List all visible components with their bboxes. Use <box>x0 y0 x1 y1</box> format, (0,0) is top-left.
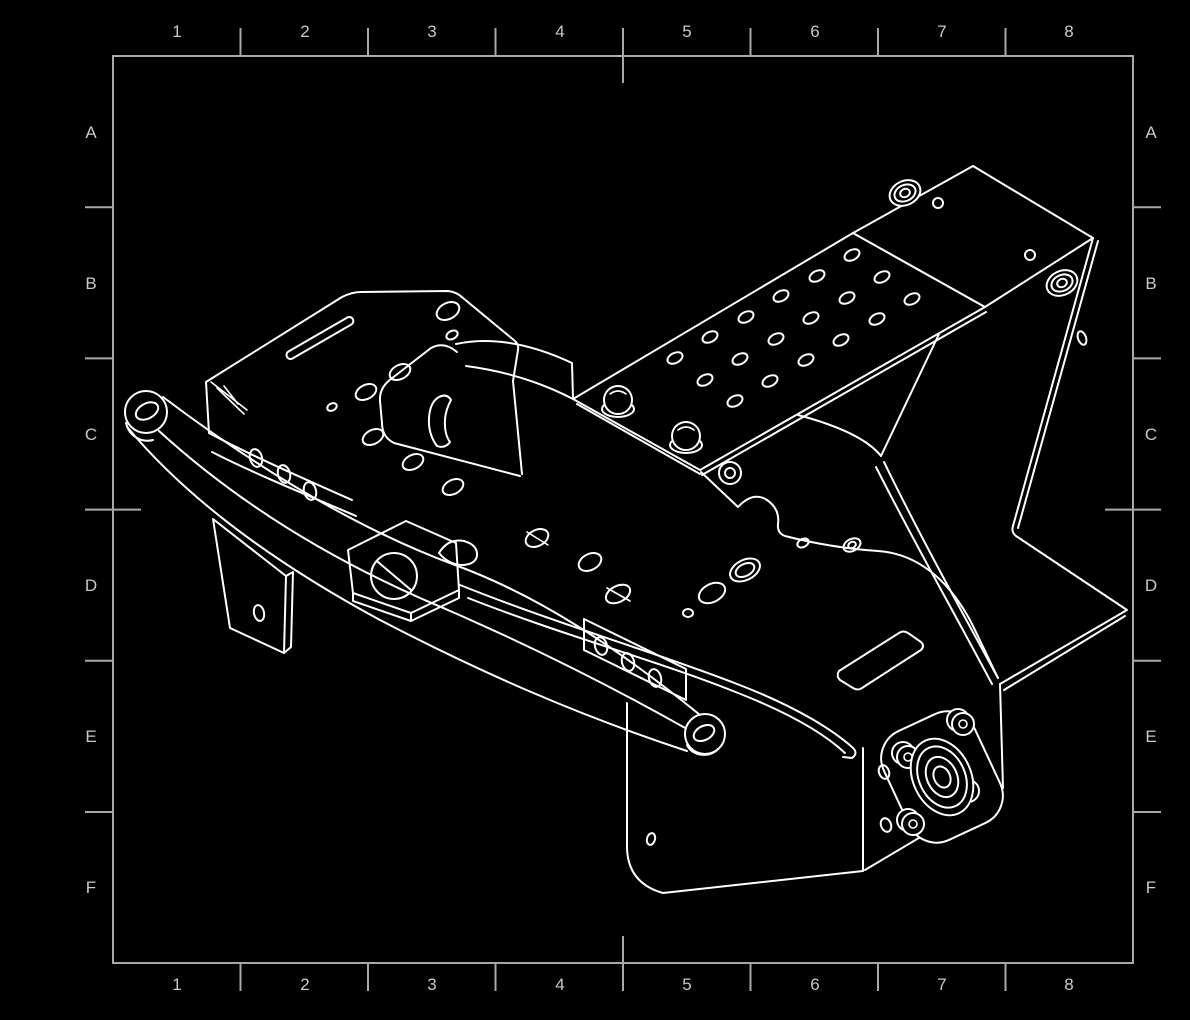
zone-label: C <box>1145 425 1157 444</box>
panel-hole <box>645 832 657 846</box>
zone-label: 1 <box>172 975 181 994</box>
zone-labels-bottom: 1 2 3 4 5 6 7 8 <box>172 975 1073 994</box>
zone-label: 7 <box>937 22 946 41</box>
hanging-bracket <box>212 518 294 654</box>
zone-label: C <box>85 425 97 444</box>
zone-label: 8 <box>1064 22 1073 41</box>
zone-labels-top: 1 2 3 4 5 6 7 8 <box>172 22 1073 41</box>
zone-label: F <box>1146 878 1156 897</box>
center-cutout <box>378 344 521 477</box>
platform-plate <box>205 290 574 517</box>
rect-slot-cutout <box>836 630 924 691</box>
deck-hole-grid <box>666 248 921 408</box>
zone-label: 6 <box>810 975 819 994</box>
zone-label: E <box>85 727 96 746</box>
bearing-hub <box>877 708 1004 844</box>
border-ticks-top <box>239 28 1007 83</box>
lower-front-panel <box>626 683 1004 894</box>
zone-label: 4 <box>555 975 564 994</box>
support-pylon <box>797 333 999 685</box>
wing-plate <box>999 237 1128 691</box>
three-hole-bracket <box>583 618 687 701</box>
zone-label: 3 <box>427 975 436 994</box>
zone-label: 2 <box>300 22 309 41</box>
zone-label: 5 <box>682 22 691 41</box>
corner-gusset <box>210 381 248 415</box>
zone-label: 1 <box>172 22 181 41</box>
platform-slot <box>285 316 355 360</box>
zone-label: E <box>1145 727 1156 746</box>
zone-labels-left: A B C D E F <box>85 123 97 897</box>
zone-label: F <box>86 878 96 897</box>
deck-plate <box>572 165 1094 476</box>
dome-screws <box>601 385 703 454</box>
zone-label: 5 <box>682 975 691 994</box>
zone-label: B <box>85 274 96 293</box>
flange-mounts <box>888 179 1079 297</box>
mid-plate <box>459 359 999 759</box>
bearing-rings <box>909 737 975 817</box>
zone-label: B <box>1145 274 1156 293</box>
border-ticks-right <box>1105 206 1161 813</box>
mid-plate-holes <box>524 359 862 618</box>
zone-label: 6 <box>810 22 819 41</box>
zone-labels-right: A B C D E F <box>1145 123 1157 897</box>
hook-cutout <box>427 394 452 448</box>
zone-label: 3 <box>427 22 436 41</box>
zone-label: 4 <box>555 22 564 41</box>
zone-label: 7 <box>937 975 946 994</box>
zone-label: A <box>1145 123 1157 142</box>
zone-label: 8 <box>1064 975 1073 994</box>
drawing-border <box>85 28 1161 991</box>
zone-label: A <box>85 123 97 142</box>
zone-label: D <box>1145 576 1157 595</box>
bumper-arm <box>124 390 726 756</box>
zone-label: 2 <box>300 975 309 994</box>
wing-hole <box>1076 330 1088 346</box>
border-ticks-bottom <box>239 936 1007 991</box>
zone-label: D <box>85 576 97 595</box>
chassis-assembly <box>124 165 1128 894</box>
platform-holes <box>248 301 465 501</box>
hex-bracket <box>347 520 479 622</box>
border-ticks-left <box>85 206 141 813</box>
